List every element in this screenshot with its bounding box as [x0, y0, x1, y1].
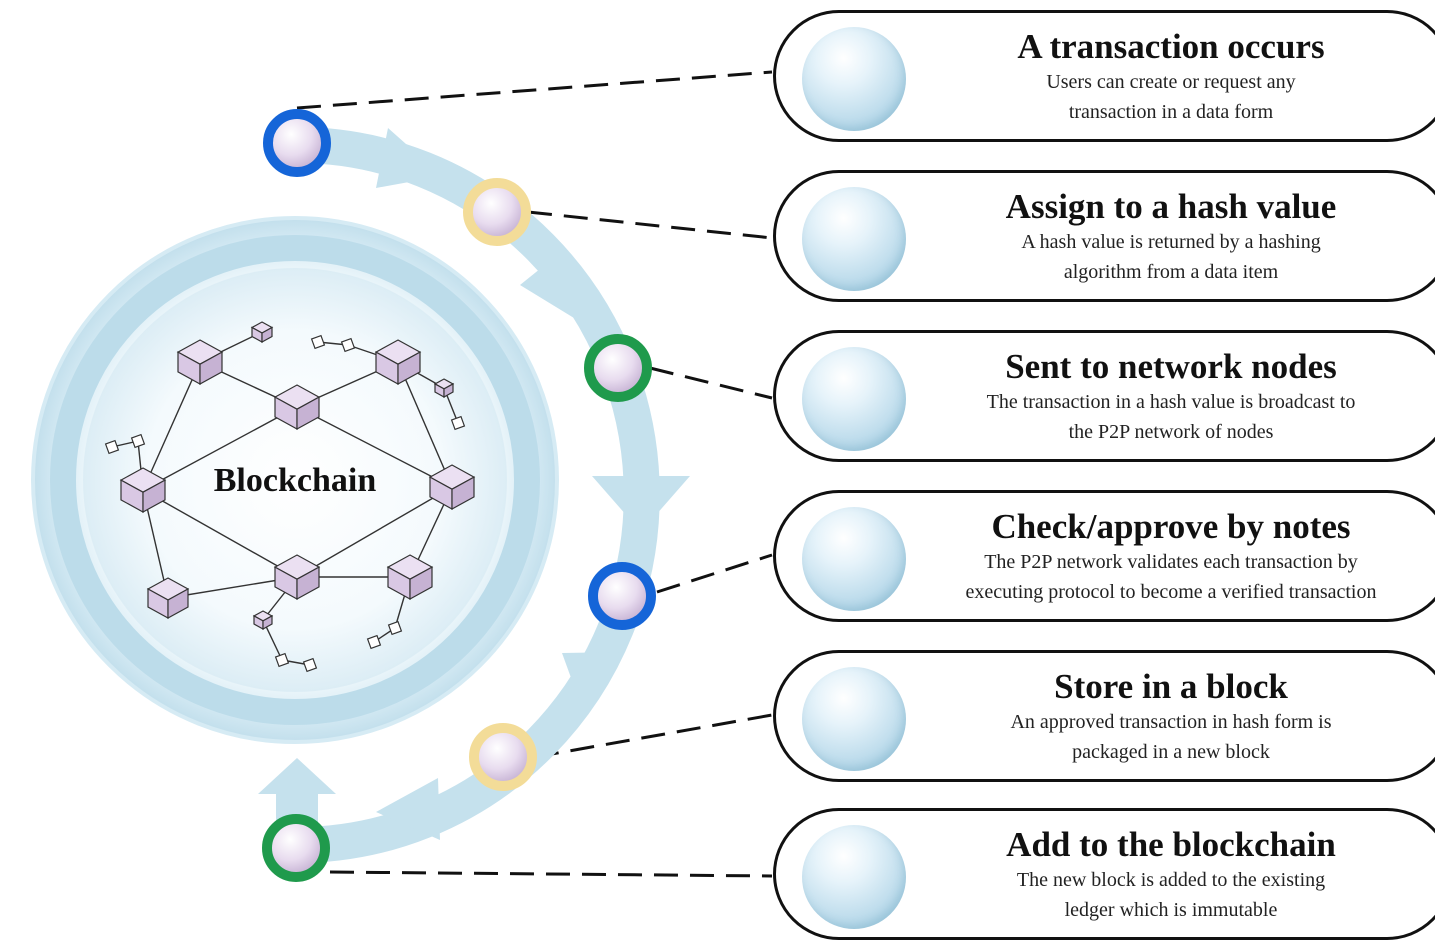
- mini-block-6: [274, 652, 290, 668]
- step-desc-line-2: executing protocol to become a verified …: [965, 581, 1377, 603]
- step-desc-line-1: The transaction in a hash value is broad…: [986, 391, 1356, 413]
- center-label: Blockchain: [213, 462, 377, 499]
- bubble-icon: [802, 187, 906, 291]
- step-card-1: A transaction occurs Users can create or…: [773, 10, 1435, 142]
- step-title: Check/approve by notes: [991, 507, 1351, 546]
- cube-7: [273, 554, 321, 601]
- mini-block-1: [310, 334, 326, 350]
- arrow-head-4: [562, 652, 624, 708]
- step-desc-line-1: A hash value is returned by a hashing: [1021, 231, 1321, 253]
- step-desc-line-2: transaction in a data form: [1068, 101, 1274, 123]
- mini-block-8: [387, 620, 403, 636]
- step-title: Assign to a hash value: [1005, 187, 1337, 226]
- mini-block-2: [340, 337, 356, 353]
- arrow-head-2: [520, 248, 574, 318]
- mini-block-7: [302, 657, 318, 673]
- bubble-icon: [802, 667, 906, 771]
- bubble-icon: [802, 347, 906, 451]
- step-title: Store in a block: [1054, 667, 1288, 706]
- step-desc-line-1: The new block is added to the existing: [1016, 869, 1326, 891]
- step-marker-2: [463, 178, 531, 246]
- step-marker-6: [262, 814, 330, 882]
- mini-block-9: [366, 634, 382, 650]
- cube-4: [119, 467, 167, 514]
- step-title: Sent to network nodes: [1005, 347, 1337, 386]
- step-desc-line-1: The P2P network validates each transacti…: [984, 551, 1358, 573]
- step-marker-3: [584, 334, 652, 402]
- cube-3: [374, 339, 422, 386]
- cube-9: [250, 321, 274, 344]
- step-desc-line-2: algorithm from a data item: [1063, 261, 1279, 283]
- arrow-head-5: [376, 778, 440, 840]
- step-desc-line-2: ledger which is immutable: [1064, 899, 1278, 921]
- connector-lines: [296, 70, 773, 878]
- mini-block-3: [450, 415, 466, 431]
- bubble-icon: [802, 507, 906, 611]
- step-card-4: Check/approve by notes The P2P network v…: [773, 490, 1435, 622]
- cube-8: [386, 554, 434, 601]
- step-desc-line-1: An approved transaction in hash form is: [1010, 711, 1332, 733]
- cube-5: [428, 464, 476, 511]
- mini-block-4: [130, 433, 146, 449]
- bubble-icon: [802, 825, 906, 929]
- step-marker-4: [588, 562, 656, 630]
- step-title: Add to the blockchain: [1006, 825, 1336, 864]
- step-marker-5: [469, 723, 537, 791]
- cube-1: [176, 339, 224, 386]
- bubble-icon: [802, 27, 906, 131]
- cube-6: [146, 577, 190, 620]
- step-card-6: Add to the blockchain The new block is a…: [773, 808, 1435, 940]
- cube-2: [273, 384, 321, 431]
- mini-block-5: [104, 439, 120, 455]
- step-desc-line-1: Users can create or request any: [1046, 71, 1296, 93]
- step-title: A transaction occurs: [1017, 27, 1325, 66]
- step-card-2: Assign to a hash value A hash value is r…: [773, 170, 1435, 302]
- step-marker-1: [263, 109, 331, 177]
- arrow-head-3: [592, 476, 690, 532]
- step-desc-line-2: the P2P network of nodes: [1068, 421, 1274, 443]
- arrow-head-up: [258, 758, 336, 794]
- network-links: [111, 331, 459, 666]
- step-card-5: Store in a block An approved transaction…: [773, 650, 1435, 782]
- arrow-head-1: [376, 128, 442, 188]
- cube-10: [433, 378, 455, 399]
- step-desc-line-2: packaged in a new block: [1072, 741, 1270, 763]
- network-cubes: [104, 321, 476, 673]
- step-markers: [262, 109, 656, 882]
- step-card-3: Sent to network nodes The transaction in…: [773, 330, 1435, 462]
- cube-11: [252, 610, 274, 631]
